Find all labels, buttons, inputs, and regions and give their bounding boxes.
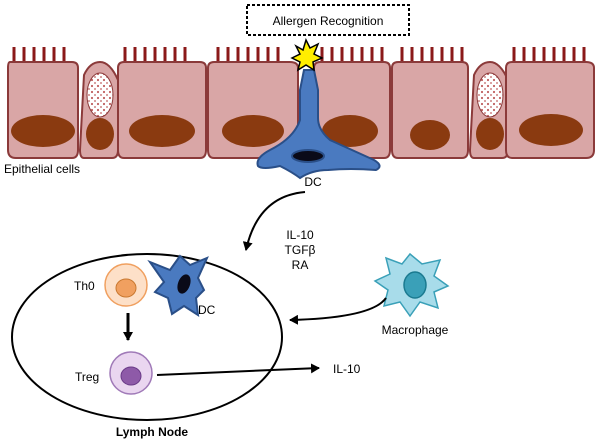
goblet-granules (86, 72, 114, 118)
allergen-recognition-label: Allergen Recognition (273, 14, 384, 28)
nucleus (410, 120, 450, 150)
cytokine-tgfb: TGFβ (285, 243, 316, 257)
dc-nucleus (291, 149, 325, 163)
nucleus (222, 115, 284, 147)
cytokine-ra: RA (292, 258, 309, 272)
nucleus (519, 114, 583, 146)
cytokine-il10: IL-10 (286, 228, 314, 242)
nucleus (476, 118, 504, 150)
lymph-node (11, 253, 283, 421)
cilia (12, 47, 586, 62)
nucleus (322, 115, 378, 147)
macrophage-signal-arrow (289, 297, 387, 325)
allergen-recognition-box: Allergen Recognition (246, 4, 410, 36)
macrophage-label: Macrophage (382, 323, 449, 337)
dc-node-nucleus (177, 274, 191, 294)
dc-migration-arrow (242, 191, 306, 251)
epithelial-cells-label: Epithelial cells (4, 162, 80, 176)
treg-nucleus (120, 366, 142, 386)
lymph-node-label: Lymph Node (116, 425, 189, 439)
nucleus (11, 115, 75, 147)
allergen-icon (290, 37, 324, 72)
nucleus (86, 118, 114, 150)
th0-label: Th0 (74, 279, 95, 293)
il10-output-label: IL-10 (333, 362, 361, 376)
goblet-granules (476, 72, 504, 118)
treg-label: Treg (75, 370, 99, 384)
nucleus (129, 115, 195, 147)
dc-top-label: DC (304, 175, 322, 189)
macrophage-nucleus (403, 271, 427, 299)
th0-nucleus (115, 278, 137, 298)
il10-secretion-arrow (156, 363, 320, 376)
dc-node-label: DC (198, 303, 216, 317)
epithelial-layer (7, 47, 595, 159)
dc-body (256, 69, 381, 180)
dendritic-cell-epithelium (256, 37, 381, 180)
treg-cell (109, 351, 153, 395)
th0-cell (104, 263, 148, 307)
macrophage-cell (373, 252, 450, 318)
nuclei (11, 114, 583, 150)
dendritic-cell-node (147, 254, 209, 317)
allergen-recognition-frame (246, 4, 410, 36)
